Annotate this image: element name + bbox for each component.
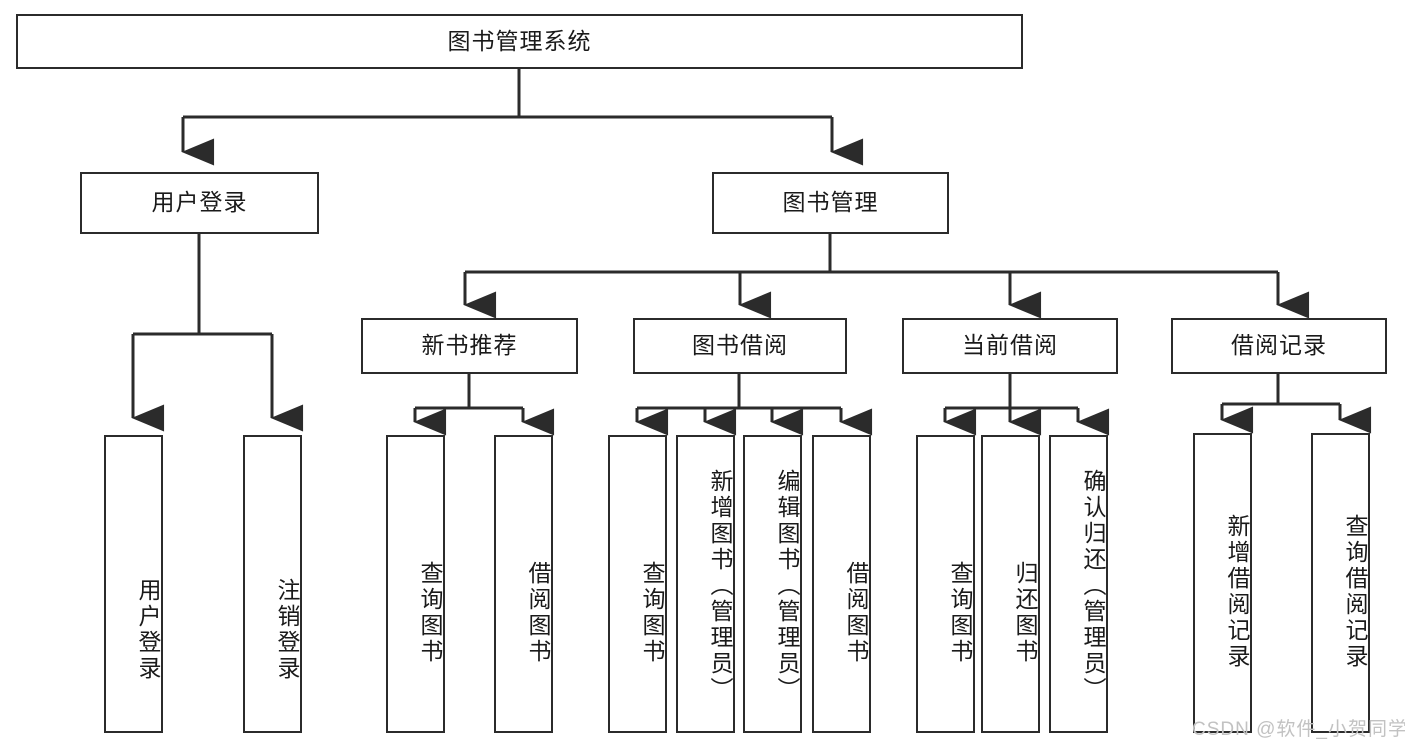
node-user-login[interactable]: 用户登录 [80, 172, 319, 234]
node-new-book-recommend[interactable]: 新书推荐 [361, 318, 578, 374]
leaf-query-books-current[interactable]: 查询图书 [916, 435, 975, 733]
leaf-add-borrow-record[interactable]: 新增借阅记录 [1193, 433, 1252, 733]
leaf-add-book-admin[interactable]: 新增图书（管理员） [676, 435, 735, 733]
leaf-return-books[interactable]: 归还图书 [981, 435, 1040, 733]
node-system-root[interactable]: 图书管理系统 [16, 14, 1023, 69]
node-book-management[interactable]: 图书管理 [712, 172, 949, 234]
leaf-edit-book-admin[interactable]: 编辑图书（管理员） [743, 435, 802, 733]
node-borrow-record[interactable]: 借阅记录 [1171, 318, 1387, 374]
node-book-borrow[interactable]: 图书借阅 [633, 318, 847, 374]
leaf-query-borrow-record[interactable]: 查询借阅记录 [1311, 433, 1370, 733]
csdn-watermark: CSDN @软件_小贺同学 [1192, 719, 1405, 740]
leaf-query-books-borrow[interactable]: 查询图书 [608, 435, 667, 733]
leaf-query-books-recommend[interactable]: 查询图书 [386, 435, 445, 733]
leaf-borrow-books[interactable]: 借阅图书 [812, 435, 871, 733]
leaf-user-login[interactable]: 用户登录 [104, 435, 163, 733]
leaf-borrow-books-recommend[interactable]: 借阅图书 [494, 435, 553, 733]
node-current-borrow[interactable]: 当前借阅 [902, 318, 1118, 374]
leaf-user-logout[interactable]: 注销登录 [243, 435, 302, 733]
leaf-confirm-return-admin[interactable]: 确认归还（管理员） [1049, 435, 1108, 733]
